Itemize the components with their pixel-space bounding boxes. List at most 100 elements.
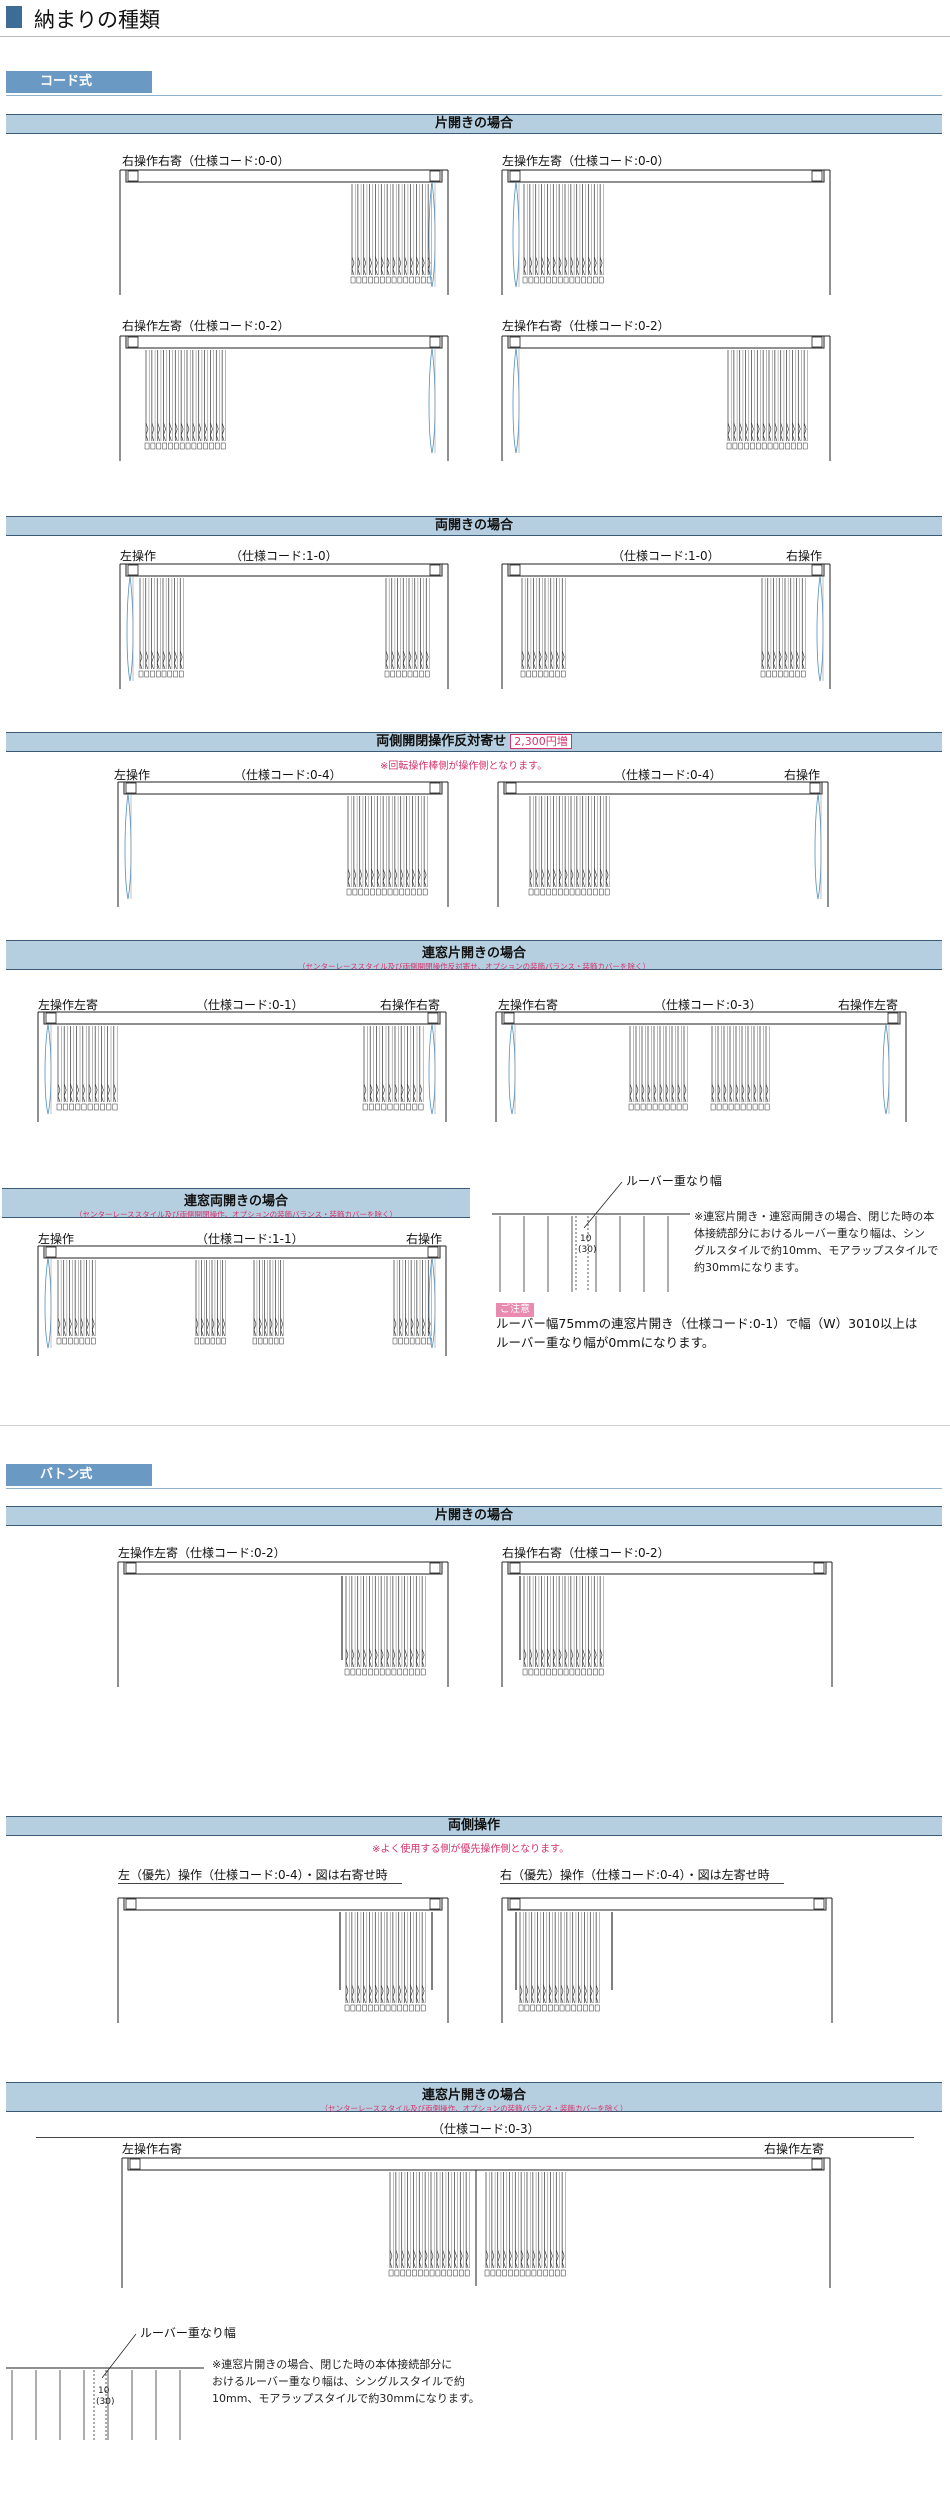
louver-chain <box>74 1317 78 1337</box>
note-line: おけるルーバー重なり幅は、シングルスタイルで約 <box>212 2375 465 2388</box>
louver-weight <box>374 276 379 284</box>
louver-chain <box>778 650 782 670</box>
louver-weight <box>412 1103 418 1111</box>
louver-weight <box>540 276 545 284</box>
louver-chain <box>186 422 190 442</box>
rail-end-cap <box>509 170 521 182</box>
louver-weight <box>75 1103 81 1111</box>
louver-chain <box>535 868 539 888</box>
head-rail <box>507 1897 827 1911</box>
louver-weight <box>150 442 156 450</box>
louver-chain <box>717 1083 721 1103</box>
louver-weight <box>571 2004 577 2012</box>
louver-chain <box>192 422 196 442</box>
louver-chain <box>594 868 597 888</box>
louver-chain <box>392 1984 396 2004</box>
louver-chain <box>392 1648 396 1668</box>
louver-weight <box>374 2004 379 2012</box>
louver-weight <box>368 2004 373 2012</box>
louver-weight <box>785 442 790 450</box>
louver-weight <box>526 670 532 678</box>
louver-chain <box>275 1317 278 1337</box>
louver-weight <box>210 1337 215 1345</box>
baton-multi-sub: （センターレーススタイル及び両側操作、オプションの装飾バランス・装飾カバーを除く… <box>320 2104 628 2113</box>
louver-chain <box>369 1648 372 1668</box>
louver-chain <box>63 1083 67 1103</box>
overlap-value: 10 <box>98 2386 110 2396</box>
diagram-label: 左操作右寄（仕様コード:0-2） <box>502 319 670 333</box>
rail-end-cap <box>809 782 821 794</box>
louver-weight <box>575 888 581 896</box>
louver-weight <box>397 276 403 284</box>
louver-weight <box>150 670 155 678</box>
louver-weight <box>69 1103 74 1111</box>
louver-chain <box>407 1083 410 1103</box>
leader-line <box>583 1181 623 1229</box>
louver-weight <box>484 2269 490 2277</box>
louver-weight <box>409 1668 414 1676</box>
louver-chain <box>442 2249 446 2269</box>
louver-weight <box>540 1668 545 1676</box>
louver-weight <box>418 1103 424 1111</box>
louver-weight <box>593 1668 598 1676</box>
louver-weight <box>447 2269 452 2277</box>
louver-chain <box>448 2249 451 2269</box>
louver-weight <box>418 2269 423 2277</box>
louver-chain <box>369 256 372 276</box>
rail-end-cap <box>129 2158 141 2170</box>
louver-chain <box>363 1083 367 1103</box>
louver-chain <box>398 256 402 276</box>
louver-chain <box>345 1648 349 1668</box>
louver-chain <box>735 1083 739 1103</box>
louver-chain <box>733 422 737 442</box>
louver-weight <box>587 1668 592 1676</box>
louver-weight <box>543 2269 548 2277</box>
louver-weight <box>598 276 604 284</box>
louver-weight <box>381 888 387 896</box>
louver-weight <box>403 1668 408 1676</box>
louver-weight <box>221 1337 226 1345</box>
louver-weight <box>577 2004 582 2012</box>
louver-chain <box>380 1648 384 1668</box>
louver-weight <box>514 2269 519 2277</box>
diagram-label: 左操作右寄 <box>498 998 559 1012</box>
louver-chain <box>653 1083 657 1103</box>
louver-chain <box>765 1083 769 1103</box>
diagram-label: 右（優先）操作（仕様コード:0-4）・図は左寄せ時 <box>500 1868 770 1882</box>
diagram-label: 左操作 <box>38 1232 75 1246</box>
louver-chain <box>570 868 574 888</box>
louver-weight <box>646 1103 652 1111</box>
louver-weight <box>453 2269 458 2277</box>
louver-chain <box>410 1984 413 2004</box>
diagram-label: 右操作右寄 <box>380 998 441 1012</box>
louver-chain <box>421 256 425 276</box>
head-rail <box>43 1011 441 1025</box>
louver-weight <box>555 670 560 678</box>
louver-weight <box>594 2004 600 2012</box>
louver-weight <box>764 1103 770 1111</box>
louver-weight <box>599 888 604 896</box>
louver-chain <box>541 1648 544 1668</box>
louver-weight <box>156 670 161 678</box>
louver-chain <box>533 650 536 670</box>
louver-weight <box>391 276 397 284</box>
louver-weight <box>766 670 772 678</box>
rail-end-cap <box>811 336 823 348</box>
overlap-value: 10 <box>580 1234 592 1244</box>
louver-weight <box>356 2004 362 2012</box>
louver-chain <box>359 868 363 888</box>
louver-chain <box>599 1648 603 1668</box>
louver-chain <box>386 1984 390 2004</box>
louver-chain <box>76 1083 79 1103</box>
rail-end-cap <box>429 336 441 348</box>
louver-weight <box>374 1668 379 1676</box>
louver-chain <box>550 2249 553 2269</box>
louver-weight <box>583 2004 588 2012</box>
louver-chain <box>157 422 161 442</box>
louver-chain <box>353 868 357 888</box>
louver-weight <box>197 442 203 450</box>
multi-single-heading-text: 連窓片開きの場合 <box>421 946 526 961</box>
louver-weight <box>81 1103 87 1111</box>
louver-chain <box>527 650 531 670</box>
louver-weight <box>496 2269 502 2277</box>
